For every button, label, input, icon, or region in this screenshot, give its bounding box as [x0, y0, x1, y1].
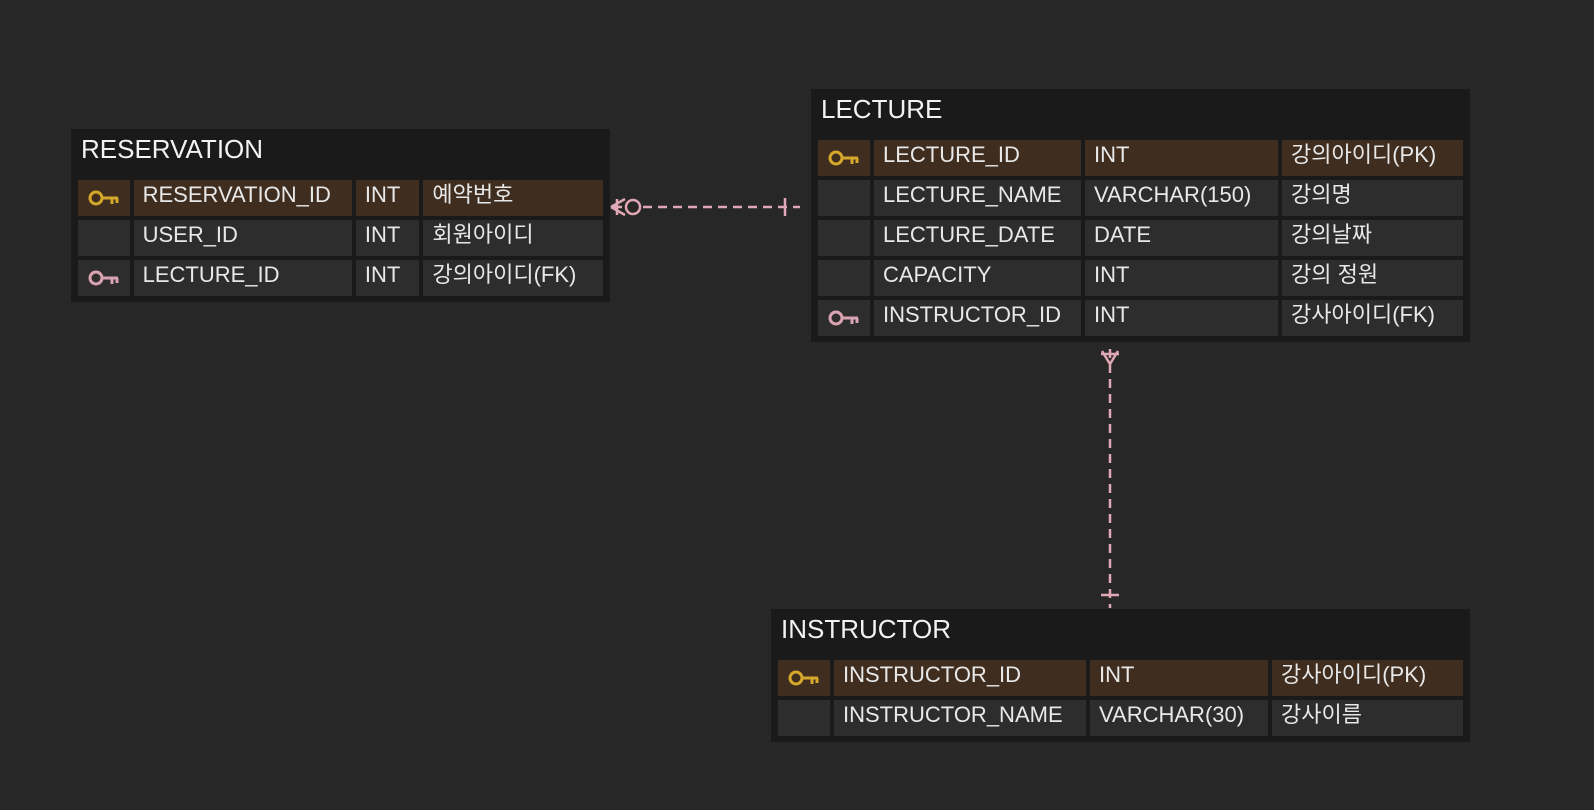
column-name: LECTURE_NAME [874, 180, 1081, 216]
foreign-key-icon [818, 300, 870, 336]
column-name: USER_ID [133, 220, 352, 256]
table-row[interactable]: LECTURE_ID INT 강의아이디(FK) [78, 260, 603, 296]
column-comment: 강사이름 [1272, 700, 1463, 736]
column-type: VARCHAR(30) [1090, 700, 1268, 736]
empty-key-cell [818, 220, 870, 256]
column-type: INT [355, 220, 420, 256]
relation-lecture-instructor[interactable] [1100, 349, 1120, 608]
table-title: INSTRUCTOR [781, 614, 951, 644]
table-row[interactable]: LECTURE_DATE DATE 강의날짜 [818, 220, 1463, 256]
table-row[interactable]: RESERVATION_ID INT 예약번호 [78, 180, 603, 216]
table-reservation[interactable]: RESERVATION RESERVATION_ID INT 예약번호 USER… [71, 129, 610, 302]
table-row[interactable]: INSTRUCTOR_NAME VARCHAR(30) 강사이름 [778, 700, 1463, 736]
table-title: RESERVATION [81, 134, 264, 164]
column-comment: 강의아이디(FK) [423, 260, 603, 296]
column-name: RESERVATION_ID [133, 180, 352, 216]
empty-key-cell [818, 260, 870, 296]
column-type: VARCHAR(150) [1085, 180, 1278, 216]
column-comment: 강사아이디(PK) [1272, 660, 1463, 696]
table-row[interactable]: CAPACITY INT 강의 정원 [818, 260, 1463, 296]
column-comment: 강의아이디(PK) [1282, 140, 1463, 176]
empty-key-cell [78, 220, 130, 256]
column-type: DATE [1085, 220, 1278, 256]
table-row[interactable]: INSTRUCTOR_ID INT 강사아이디(FK) [818, 300, 1463, 336]
column-name: CAPACITY [874, 260, 1081, 296]
column-type: INT [1085, 300, 1278, 336]
relation-reservation-lecture[interactable] [610, 197, 800, 217]
column-type: INT [355, 260, 420, 296]
column-name: LECTURE_DATE [874, 220, 1081, 256]
foreign-key-icon [78, 260, 130, 296]
column-comment: 강의날짜 [1282, 220, 1463, 256]
column-type: INT [1085, 260, 1278, 296]
column-comment: 강의명 [1282, 180, 1463, 216]
table-row[interactable]: USER_ID INT 회원아이디 [78, 220, 603, 256]
column-name: INSTRUCTOR_NAME [834, 700, 1086, 736]
table-row[interactable]: LECTURE_ID INT 강의아이디(PK) [818, 140, 1463, 176]
column-type: INT [1090, 660, 1268, 696]
table-instructor[interactable]: INSTRUCTOR INSTRUCTOR_ID INT 강사아이디(PK) I… [771, 609, 1470, 742]
table-row[interactable]: LECTURE_NAME VARCHAR(150) 강의명 [818, 180, 1463, 216]
column-name: LECTURE_ID [133, 260, 352, 296]
zero-circle [624, 198, 642, 216]
column-name: INSTRUCTOR_ID [874, 300, 1081, 336]
column-comment: 회원아이디 [423, 220, 603, 256]
column-type: INT [1085, 140, 1278, 176]
table-row[interactable]: INSTRUCTOR_ID INT 강사아이디(PK) [778, 660, 1463, 696]
primary-key-icon [78, 180, 130, 216]
empty-key-cell [818, 180, 870, 216]
table-lecture[interactable]: LECTURE LECTURE_ID INT 강의아이디(PK) LECTURE… [811, 89, 1470, 342]
column-name: LECTURE_ID [874, 140, 1081, 176]
column-comment: 강사아이디(FK) [1282, 300, 1463, 336]
table-title: LECTURE [821, 94, 943, 124]
empty-key-cell [778, 700, 830, 736]
column-comment: 예약번호 [423, 180, 603, 216]
column-name: INSTRUCTOR_ID [834, 660, 1086, 696]
primary-key-icon [818, 140, 870, 176]
primary-key-icon [778, 660, 830, 696]
column-type: INT [355, 180, 420, 216]
column-comment: 강의 정원 [1282, 260, 1463, 296]
